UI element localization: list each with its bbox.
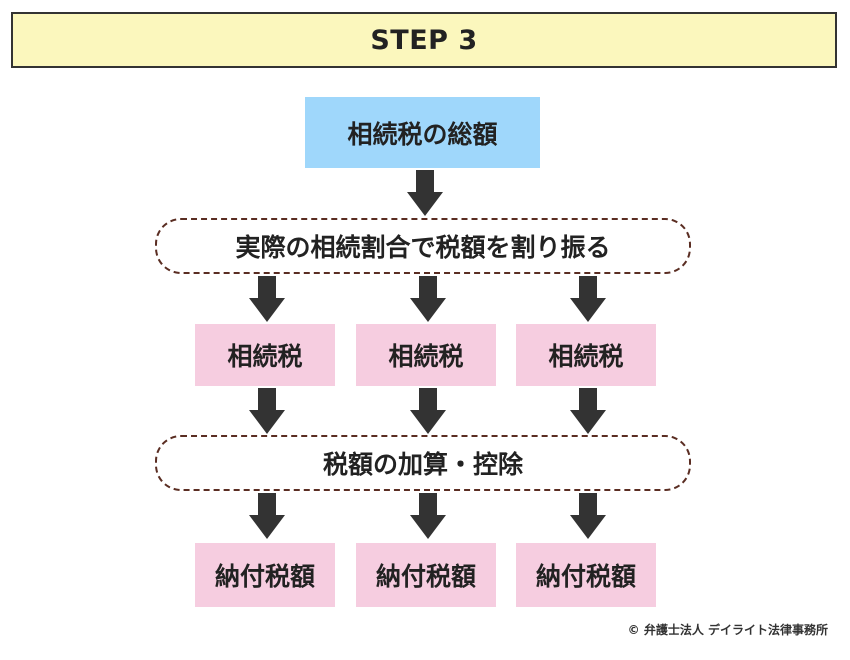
arrow-down-icon: [410, 388, 446, 434]
share-tax-box: 相続税: [516, 324, 656, 386]
copyright-notice: © 弁護士法人 デイライト法律事務所: [627, 623, 828, 637]
arrow-down-icon: [249, 493, 285, 539]
total-tax-box: 相続税の総額: [305, 97, 540, 168]
allocation-step: 実際の相続割合で税額を割り振る: [155, 218, 691, 274]
arrow-down-icon: [410, 276, 446, 322]
arrow-down-icon: [249, 276, 285, 322]
share-tax-label: 相続税: [388, 342, 464, 371]
adjustment-label: 税額の加算・控除: [322, 450, 523, 479]
final-tax-box: 納付税額: [516, 543, 656, 607]
arrow-down-icon: [249, 388, 285, 434]
allocation-label: 実際の相続割合で税額を割り振る: [235, 233, 611, 262]
final-tax-box: 納付税額: [195, 543, 335, 607]
share-tax-box: 相続税: [195, 324, 335, 386]
arrow-down-icon: [407, 170, 443, 216]
arrow-down-icon: [570, 388, 606, 434]
share-tax-label: 相続税: [227, 342, 303, 371]
arrow-down-icon: [570, 276, 606, 322]
share-tax-box: 相続税: [356, 324, 496, 386]
final-tax-box: 納付税額: [356, 543, 496, 607]
final-tax-label: 納付税額: [375, 562, 476, 591]
final-tax-label: 納付税額: [214, 562, 315, 591]
arrow-down-icon: [570, 493, 606, 539]
arrow-down-icon: [410, 493, 446, 539]
step-title: STEP 3: [11, 12, 837, 68]
total-tax-label: 相続税の総額: [347, 119, 498, 149]
adjustment-step: 税額の加算・控除: [155, 435, 691, 491]
final-tax-label: 納付税額: [535, 562, 636, 591]
share-tax-label: 相続税: [548, 342, 624, 371]
